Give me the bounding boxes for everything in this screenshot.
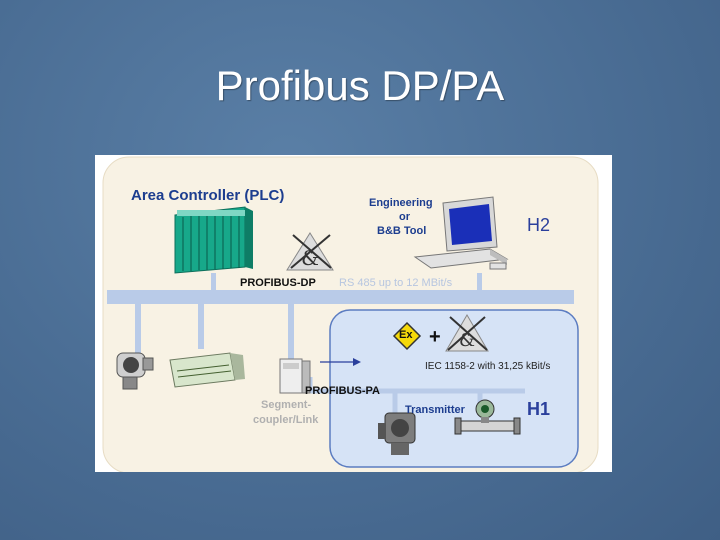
- ex-label: Ex: [399, 329, 413, 341]
- arrow-head: [353, 358, 361, 366]
- pa-actuator-icon: [378, 412, 416, 455]
- bus-drop-2: [198, 304, 204, 349]
- no-touch-icon-pa: &: [445, 314, 489, 352]
- no-touch-icon-top: &: [286, 232, 334, 271]
- plc-rack-icon: [174, 206, 253, 274]
- engineering-label-3: B&B Tool: [377, 225, 427, 237]
- io-module-icon: [169, 352, 245, 388]
- segment-coupler-label-1: Segment-: [261, 399, 312, 411]
- bus-drop-3: [288, 304, 294, 359]
- rs485-label: RS 485 up to 12 MBit/s: [339, 277, 453, 289]
- segment-coupler-icon: [279, 358, 311, 394]
- computer-icon: [413, 196, 509, 270]
- segment-coupler-label-2: coupler/Link: [253, 414, 319, 426]
- iec-label: IEC 1158-2 with 31,25 kBit/s: [425, 361, 551, 372]
- pc-drop: [477, 273, 482, 290]
- profibus-dp-bus: [107, 290, 574, 304]
- engineering-label-1: Engineering: [369, 197, 433, 209]
- plus-label: +: [429, 326, 441, 348]
- area-controller-label: Area Controller (PLC): [131, 187, 285, 204]
- bus-drop-1: [135, 304, 141, 354]
- diagram-graphics: &: [102, 156, 599, 472]
- profibus-dp-label: PROFIBUS-DP: [240, 277, 316, 289]
- profibus-pa-label: PROFIBUS-PA: [305, 385, 380, 397]
- svg-text:&: &: [301, 246, 319, 270]
- valve-icon: [116, 352, 154, 390]
- slide-title: Profibus DP/PA: [215, 62, 505, 109]
- engineering-label-2: or: [399, 211, 410, 223]
- h1-label: H1: [527, 399, 551, 419]
- transmitter-label: Transmitter: [405, 404, 465, 416]
- plc-drop: [211, 273, 216, 290]
- h2-label: H2: [527, 215, 551, 235]
- flow-meter-icon: [454, 399, 521, 435]
- profibus-diagram: &: [95, 155, 612, 472]
- ex-hazard-icon: [392, 321, 422, 351]
